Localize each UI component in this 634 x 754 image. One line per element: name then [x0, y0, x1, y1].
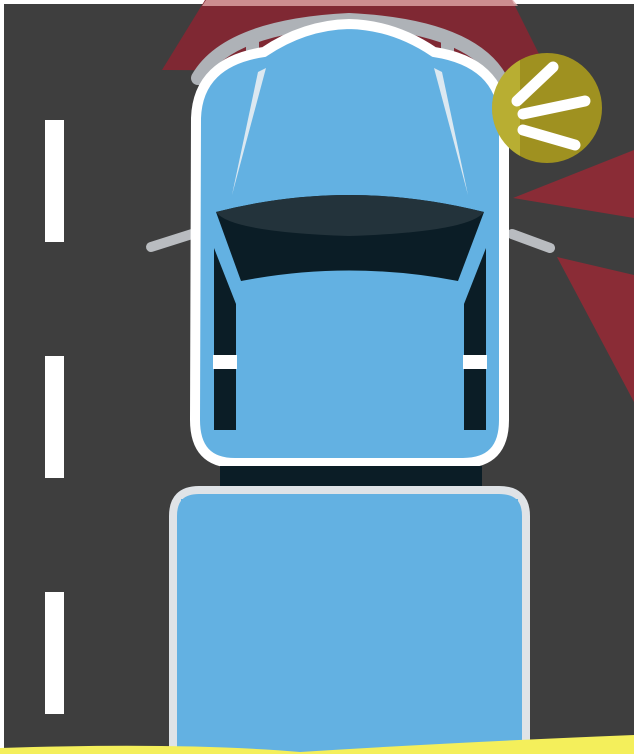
alert-flash-icon — [491, 53, 602, 163]
bottom-edge-highlight — [0, 735, 634, 754]
side-sensor-zone-upper — [513, 150, 634, 218]
vehicle-cab — [189, 18, 509, 494]
front-sensor-zone-highlight — [202, 0, 518, 6]
right-side-window — [464, 248, 486, 430]
left-hood-reflection — [232, 68, 266, 195]
windshield-upper — [216, 195, 484, 236]
side-sensor-zone-lower — [557, 257, 634, 402]
right-side-stripe — [463, 355, 487, 369]
trailer-body — [169, 486, 530, 754]
lane-dash-3 — [45, 592, 64, 714]
right-hood-reflection — [434, 68, 468, 195]
lane-markings — [45, 120, 64, 714]
side-mirror-icon — [146, 229, 555, 253]
left-side-stripe — [213, 355, 237, 369]
lane-dash-1 — [45, 120, 64, 242]
left-side-window — [214, 248, 236, 430]
lane-dash-2 — [45, 356, 64, 478]
